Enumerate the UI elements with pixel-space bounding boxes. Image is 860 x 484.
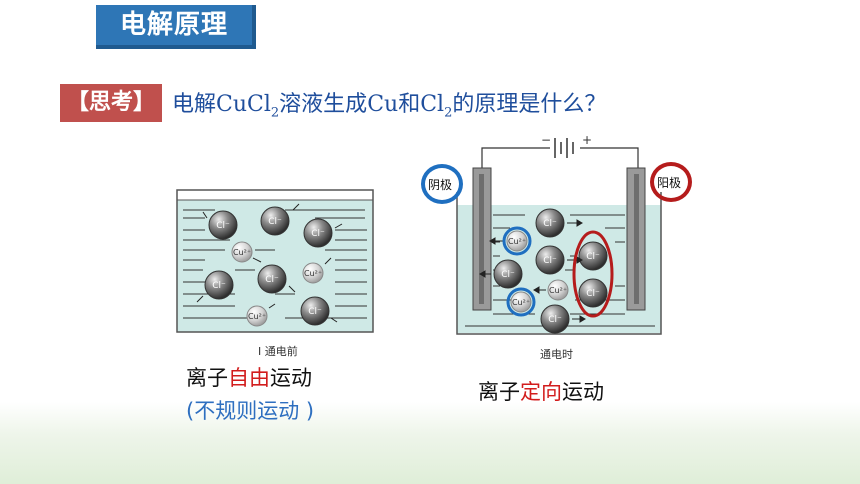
- left-ions: Cl⁻ Cl⁻ Cl⁻ Cu²⁺ Cl⁻ Cu²⁺ Cl⁻ Cu²⁺ Cl⁻: [204, 206, 333, 327]
- ion-cu: Cu²⁺: [506, 230, 528, 252]
- right-beaker-outline: [456, 192, 662, 335]
- left-beaker-outline: [176, 189, 374, 333]
- left-description-note: (不规则运动 ): [186, 399, 315, 423]
- page-title: 电解原理: [96, 5, 256, 49]
- question-suffix: 的原理是什么？: [452, 92, 607, 117]
- svg-text:Cu²⁺: Cu²⁺: [512, 298, 530, 307]
- formula-sub1: 2: [270, 105, 280, 121]
- question-text: 电解CuCl2溶液生成Cu和Cl2的原理是什么？: [172, 86, 606, 120]
- right-electrolysis-diagram: − + Cl⁻ Cu²⁺ Cl⁻ Cl⁻ Cl⁻ Cu²⁺ Cl⁻ Cu²⁺ C…: [456, 133, 662, 335]
- svg-text:Cl⁻: Cl⁻: [501, 270, 515, 280]
- cathode-ring: [421, 164, 463, 204]
- ion-cl: Cl⁻: [540, 304, 570, 334]
- ion-cl: Cl⁻: [260, 206, 290, 236]
- formula-sub2: 2: [444, 105, 453, 121]
- battery-plus: +: [582, 133, 592, 147]
- left-motion-arrows: [196, 203, 343, 323]
- question-and: 和: [398, 92, 421, 117]
- direction-arrows: [479, 219, 586, 323]
- svg-text:Cu²⁺: Cu²⁺: [304, 269, 322, 278]
- ion-cl: Cl⁻: [208, 210, 238, 240]
- anion-highlight-ellipse: [572, 230, 614, 318]
- footer-band: [0, 402, 860, 484]
- ion-cl: Cl⁻: [578, 241, 608, 271]
- svg-text:Cl⁻: Cl⁻: [265, 275, 279, 285]
- anode-label: 阳极: [657, 176, 682, 190]
- cathode-electrode: [472, 167, 492, 311]
- svg-text:Cl⁻: Cl⁻: [543, 219, 557, 229]
- svg-text:Cl⁻: Cl⁻: [216, 221, 230, 231]
- right-ions: Cl⁻ Cu²⁺ Cl⁻ Cl⁻ Cl⁻ Cu²⁺ Cl⁻ Cu²⁺ Cl⁻: [493, 208, 608, 334]
- svg-text:Cl⁻: Cl⁻: [586, 252, 600, 262]
- left-desc-highlight: 自由: [228, 366, 270, 390]
- formula-cu: Cu: [367, 92, 399, 117]
- svg-text:Cl⁻: Cl⁻: [311, 229, 325, 239]
- left-desc-c: 运动: [270, 366, 312, 390]
- left-desc-a: 离子: [186, 366, 228, 390]
- anode-ring: [650, 162, 692, 202]
- question-middle: 溶液生成: [279, 92, 368, 117]
- right-description: 离子定向运动: [478, 376, 604, 406]
- left-beaker-diagram: Cl⁻ Cl⁻ Cl⁻ Cu²⁺ Cl⁻ Cu²⁺ Cl⁻ Cu²⁺ Cl⁻: [176, 189, 374, 333]
- ion-cu: Cu²⁺: [246, 305, 268, 327]
- ion-cl: Cl⁻: [303, 218, 333, 248]
- svg-text:Cu²⁺: Cu²⁺: [248, 312, 266, 321]
- ion-cl: Cl⁻: [493, 259, 523, 289]
- right-desc-c: 运动: [562, 380, 604, 404]
- anode-electrode: [626, 167, 646, 311]
- svg-text:Cl⁻: Cl⁻: [308, 307, 322, 317]
- ion-cu: Cu²⁺: [302, 262, 324, 284]
- ion-cl: Cl⁻: [300, 296, 330, 326]
- svg-text:Cu²⁺: Cu²⁺: [233, 248, 251, 257]
- think-tag: 【思考】: [60, 84, 162, 122]
- left-caption: Ⅰ 通电前: [258, 345, 298, 358]
- ion-cl: Cl⁻: [535, 208, 565, 238]
- right-desc-highlight: 定向: [520, 380, 562, 404]
- svg-text:Cl⁻: Cl⁻: [268, 217, 282, 227]
- ion-cl: Cl⁻: [204, 270, 234, 300]
- ion-cu: Cu²⁺: [547, 279, 569, 301]
- formula-cucl: CuCl: [216, 92, 271, 117]
- svg-text:Cl⁻: Cl⁻: [543, 256, 557, 266]
- right-caption: 通电时: [540, 348, 573, 361]
- question-prefix: 电解: [172, 92, 217, 117]
- cathode-label: 阴极: [428, 178, 453, 192]
- svg-text:Cl⁻: Cl⁻: [548, 315, 562, 325]
- formula-cl: Cl: [420, 92, 445, 117]
- circuit-wires: [481, 147, 639, 168]
- svg-text:Cu²⁺: Cu²⁺: [508, 237, 526, 246]
- right-desc-a: 离子: [478, 380, 520, 404]
- ion-cu: Cu²⁺: [231, 241, 253, 263]
- ion-cl: Cl⁻: [257, 264, 287, 294]
- svg-text:Cl⁻: Cl⁻: [586, 289, 600, 299]
- cation-highlight-ring: [506, 287, 536, 317]
- svg-text:Cu²⁺: Cu²⁺: [549, 286, 567, 295]
- ion-cu: Cu²⁺: [510, 291, 532, 313]
- battery-minus: −: [541, 133, 551, 147]
- ion-cl: Cl⁻: [535, 245, 565, 275]
- svg-text:Cl⁻: Cl⁻: [212, 281, 226, 291]
- cation-highlight-ring: [502, 226, 532, 256]
- battery-icon: [554, 138, 574, 158]
- left-description: 离子自由运动: [186, 362, 312, 392]
- left-water-lines: [183, 209, 367, 319]
- ion-cl: Cl⁻: [578, 278, 608, 308]
